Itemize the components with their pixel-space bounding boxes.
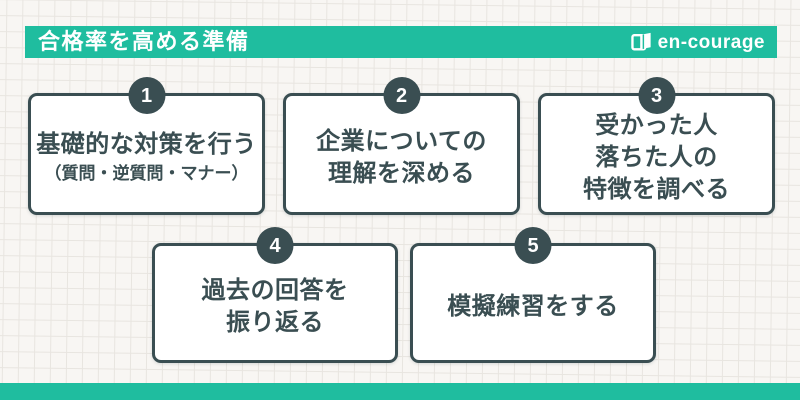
step-number-badge: 2 (383, 77, 420, 114)
step-text: 模擬練習をする (447, 293, 619, 320)
step-number-badge: 4 (256, 227, 294, 264)
step-number: 1 (140, 84, 153, 107)
step-number: 5 (527, 234, 539, 257)
step-card-1: 1 基礎的な対策を行う（質問・逆質問・マナー） (28, 77, 265, 215)
brand-name: en-courage (657, 31, 765, 53)
step-number: 2 (395, 84, 408, 107)
book-icon (630, 32, 653, 52)
footer-bar (0, 383, 800, 400)
page-title: 合格率を高める準備 (38, 29, 250, 54)
step-text: 企業についての理解を深める (316, 128, 487, 187)
step-card-5: 5 模擬練習をする (410, 227, 656, 363)
brand-logo: en-courage (630, 26, 765, 58)
step-card-4: 4 過去の回答を振り返る (152, 227, 398, 363)
step-number: 3 (650, 84, 663, 107)
step-number: 4 (269, 234, 281, 257)
step-number-badge: 1 (128, 77, 165, 114)
step-text: 基礎的な対策を行う（質問・逆質問・マナー） (36, 131, 257, 183)
step-number-badge: 3 (638, 77, 675, 114)
header-bar: 合格率を高める準備 en-courage (25, 26, 777, 58)
step-text: 受かった人落ちた人の特徴を調べる (583, 112, 730, 203)
step-number-badge: 5 (514, 227, 552, 264)
step-card-3: 3 受かった人落ちた人の特徴を調べる (538, 77, 775, 215)
step-text: 過去の回答を振り返る (201, 277, 349, 336)
step-card-2: 2 企業についての理解を深める (283, 77, 520, 215)
